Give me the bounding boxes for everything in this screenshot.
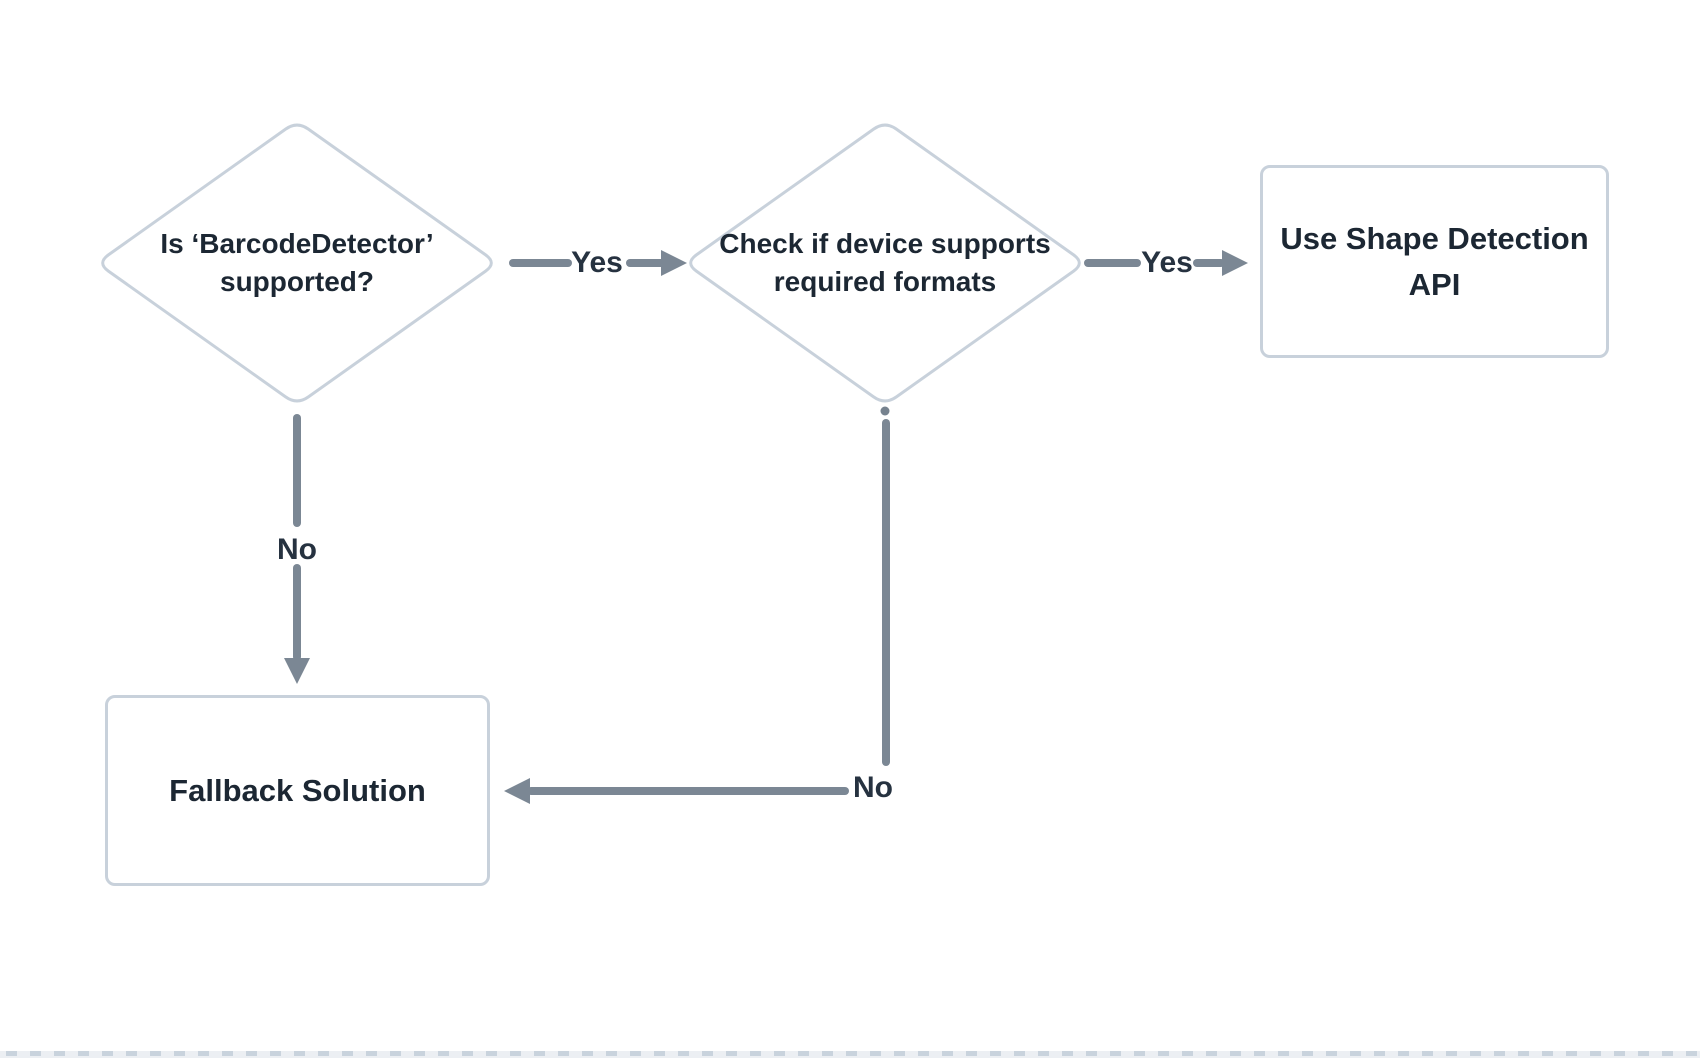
node-fallback-solution: Fallback Solution <box>105 695 490 886</box>
arrowhead-left-icon <box>504 778 530 804</box>
edge-formats-no <box>504 406 890 804</box>
edge-label-support-yes: Yes <box>571 246 623 279</box>
node-label: Check if device supports required format… <box>719 228 1051 297</box>
arrowhead-down-icon <box>284 658 310 684</box>
bottom-strip <box>0 1051 1700 1058</box>
edge-label-formats-yes: Yes <box>1141 246 1193 279</box>
node-barcodedetector-supported: Is ‘BarcodeDetector’ supported? <box>95 117 499 409</box>
node-label: Fallback Solution <box>169 772 426 808</box>
diamond-shape <box>689 123 1081 403</box>
node-label: Is ‘BarcodeDetector’ supported? <box>160 228 434 297</box>
node-label: Use Shape Detection API <box>1280 220 1589 302</box>
arrowhead-right-icon <box>1222 250 1248 276</box>
diamond-shape <box>101 123 493 403</box>
edge-label-support-no: No <box>277 533 317 566</box>
edge-label-formats-no: No <box>853 771 893 804</box>
node-use-shape-detection-api: Use Shape Detection API <box>1260 165 1609 358</box>
node-check-required-formats: Check if device supports required format… <box>683 117 1087 409</box>
